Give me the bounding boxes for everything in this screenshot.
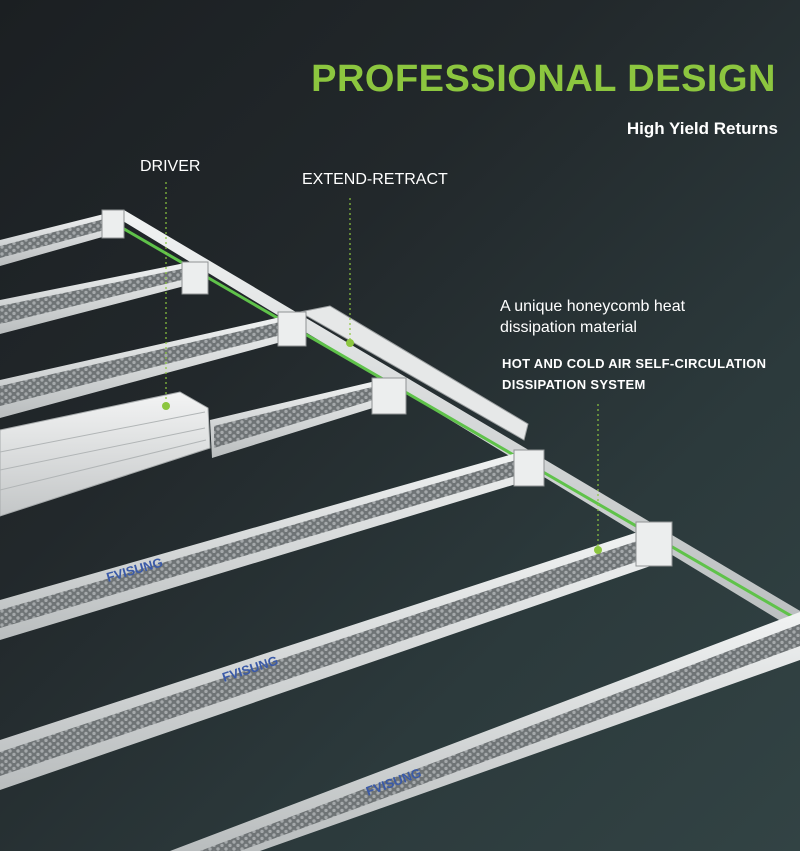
callout-airflow-line2: DISSIPATION SYSTEM: [502, 377, 646, 392]
callout-dots: [162, 339, 602, 554]
light-bar-5: [0, 452, 536, 640]
light-bar-4: [210, 380, 392, 458]
callout-driver: DRIVER: [140, 158, 201, 175]
callout-honeycomb: A unique honeycomb heat dissipation mate…: [500, 296, 685, 338]
callout-leaders: [165, 182, 599, 548]
callout-airflow: HOT AND COLD AIR SELF-CIRCULATION DISSIP…: [502, 353, 766, 395]
callout-honeycomb-line2: dissipation material: [500, 319, 637, 336]
driver-box: [0, 391, 211, 517]
callout-airflow-line1: HOT AND COLD AIR SELF-CIRCULATION: [502, 356, 767, 371]
light-bar-7: [170, 612, 800, 851]
callout-extend-retract: EXTEND-RETRACT: [302, 171, 448, 188]
light-bar-2: [0, 262, 200, 334]
light-bar-3: [0, 316, 296, 418]
light-bar-6: [0, 528, 668, 790]
callout-honeycomb-line1: A unique honeycomb heat: [500, 298, 686, 315]
page-subtitle: High Yield Returns: [626, 119, 778, 138]
connector-brackets: [101, 209, 673, 567]
page-title: PROFESSIONAL DESIGN: [311, 58, 776, 100]
light-bar-1: [0, 212, 120, 266]
